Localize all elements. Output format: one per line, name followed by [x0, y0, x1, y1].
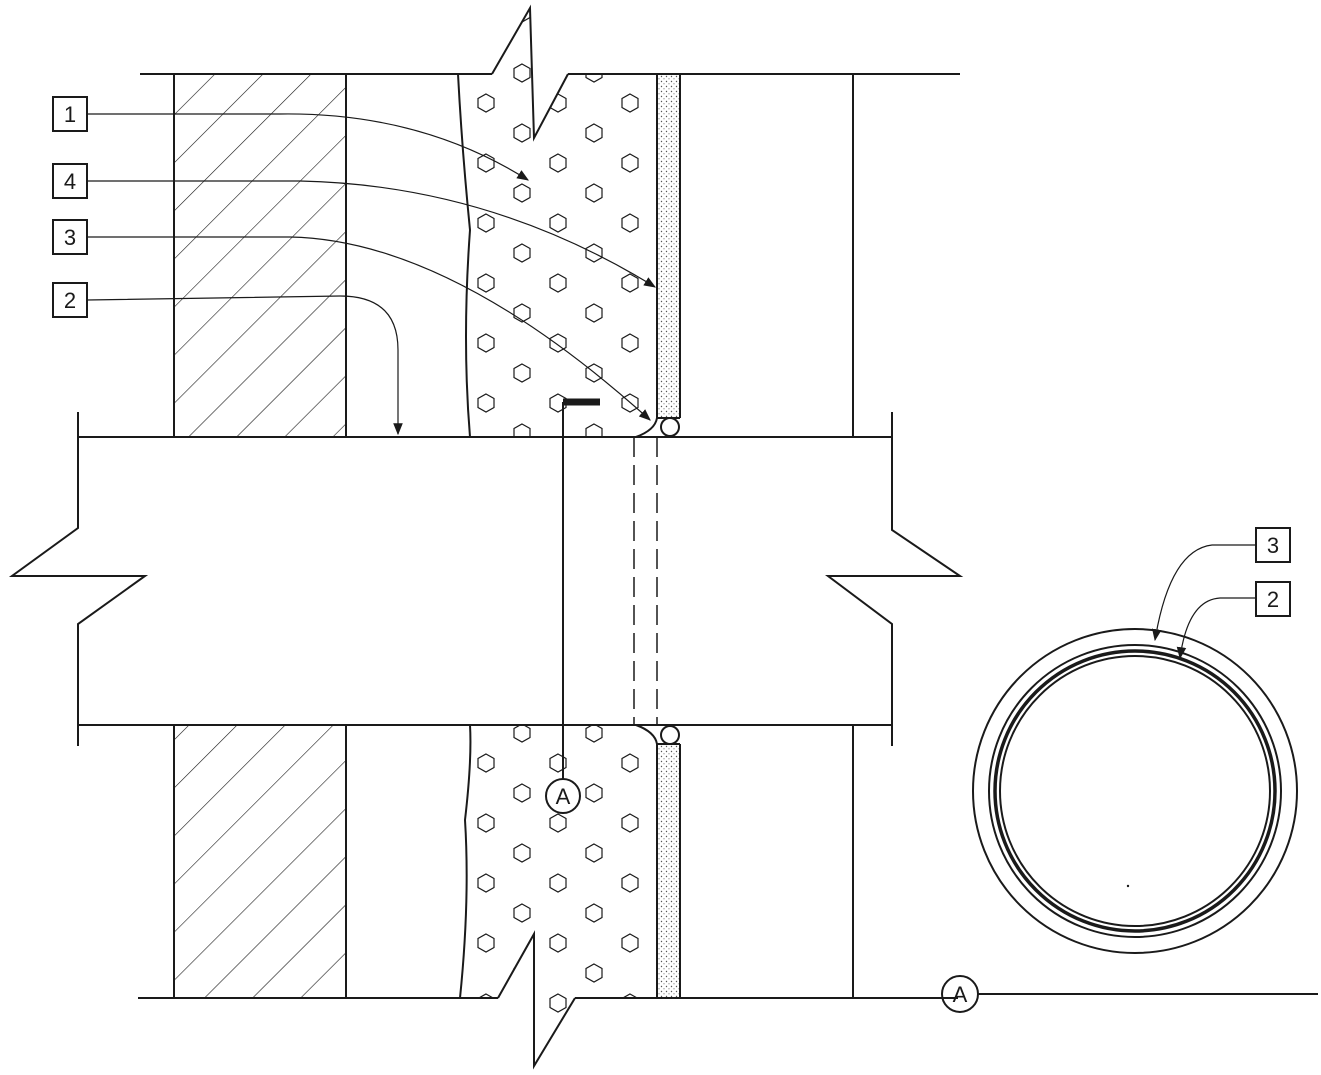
svg-text:2: 2 [1267, 587, 1279, 612]
section-cut-line [562, 398, 600, 779]
wrap-outer-ring [988, 644, 1282, 938]
sealant-fillet-top [635, 417, 680, 438]
detail-leader-2 [1176, 597, 1256, 660]
leader-4 [87, 180, 657, 288]
section-marker-a: A [545, 778, 581, 814]
callout-3: 3 [52, 219, 88, 255]
masonry-layer-top [174, 74, 346, 437]
detail-callout-3: 3 [1255, 527, 1291, 563]
sealant-strip-top [657, 74, 680, 418]
callout-4: 4 [52, 163, 88, 199]
masonry-layer-bottom [174, 725, 346, 998]
detail-title-marker: A [941, 975, 1318, 1013]
wrap-inner-ring [993, 649, 1277, 933]
insulation-fill-bottom [460, 725, 657, 1066]
svg-text:3: 3 [1267, 533, 1279, 558]
pipe [8, 412, 964, 746]
sealant-fillet-bottom [635, 724, 680, 745]
pipe-wall-ring [999, 655, 1271, 927]
section-marker-label: A [556, 784, 571, 809]
insulation-fill-top [458, 8, 657, 437]
svg-text:1: 1 [64, 102, 76, 127]
leader-2 [86, 295, 403, 436]
svg-text:4: 4 [64, 169, 76, 194]
leader-3 [87, 236, 651, 421]
wall-outline [138, 4, 960, 1070]
detail-leader-3 [1152, 544, 1256, 642]
callout-2: 2 [52, 282, 88, 318]
svg-text:2: 2 [64, 288, 76, 313]
sealant-strip-bottom [657, 744, 680, 998]
callout-1: 1 [52, 96, 88, 132]
sealant-outer-ring [972, 628, 1298, 954]
leader-1 [87, 113, 530, 181]
svg-text:3: 3 [64, 225, 76, 250]
svg-text:A: A [953, 982, 968, 1007]
detail-callout-2: 2 [1255, 581, 1291, 617]
detail-view-a [972, 628, 1298, 954]
